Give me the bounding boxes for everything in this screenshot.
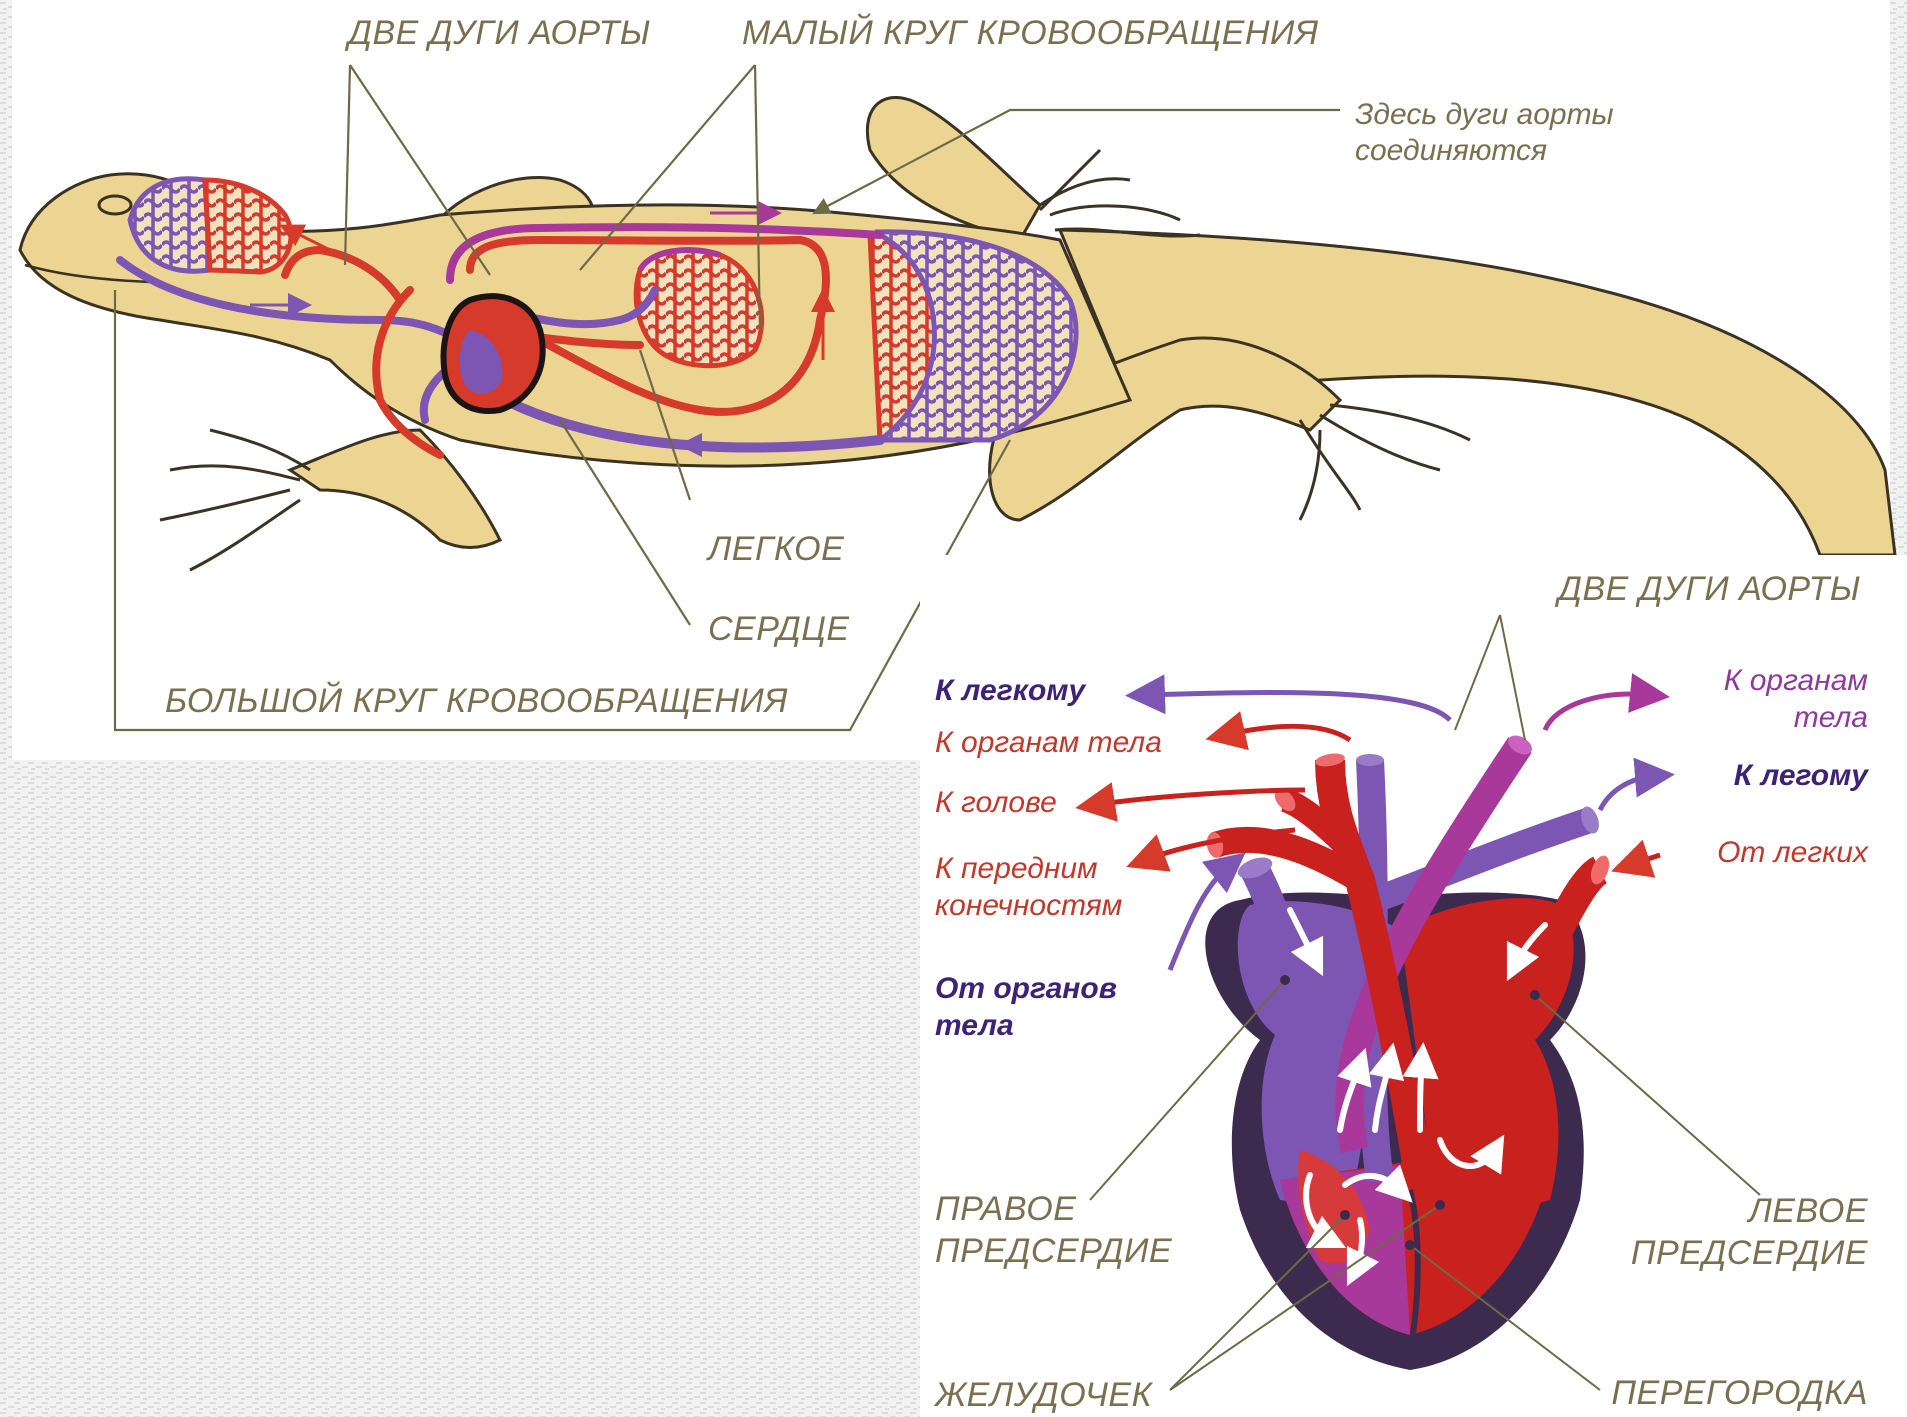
label-left-atrium-line1: ЛЕВОЕ [1746,1192,1868,1230]
label-arches-join-line1: Здесь дуги аорты [1355,98,1614,131]
lizard-front-leg-lower [290,430,500,548]
label-two-aortic-arches: ДВЕ ДУГИ АОРТЫ [344,14,651,52]
lung [636,250,761,366]
label-septum: ПЕРЕГОРОДКА [1611,1374,1868,1412]
label-lung: ЛЕГКОЕ [706,530,844,568]
label-from-lungs: От легких [1717,836,1869,869]
label-systemic-circulation: БОЛЬШОЙ КРУГ КРОВООБРАЩЕНИЯ [165,681,788,720]
label-left-atrium-line2: ПРЕДСЕРДИЕ [1631,1234,1868,1272]
label-to-body-organs-right-line1: К органам [1724,664,1868,697]
label-right-atrium-line1: ПРАВОЕ [935,1190,1076,1228]
background-texture-left [0,0,12,760]
lizard-heart [444,296,543,411]
heart-detail-figure: ДВЕ ДУГИ АОРТЫ К легкому К органам тела … [920,555,1907,1417]
label-from-body-organs-line1: От органов [935,972,1117,1005]
label-arches-join-line2: соединяются [1355,134,1547,167]
lizard-front-foot-lower [160,430,310,570]
label-ventricle: ЖЕЛУДОЧЕК [933,1376,1154,1414]
lizard-back-foot-lower [1300,405,1470,520]
background-texture-bottom [0,760,920,1417]
label-to-lung-left: К легкому [935,674,1086,707]
label-to-forelimbs-line2: конечностям [935,889,1122,922]
label-heart-two-aortic-arches: ДВЕ ДУГИ АОРТЫ [1554,570,1861,608]
label-to-body-organs-left: К органам тела [935,726,1162,759]
label-from-body-organs-line2: тела [935,1009,1014,1042]
label-to-lung-right: К легому [1734,759,1870,792]
head-capillaries-arterial [205,180,291,272]
label-heart: СЕРДЦЕ [708,610,850,648]
label-to-head: К голове [935,786,1057,819]
label-pulmonary-circulation: МАЛЫЙ КРУГ КРОВООБРАЩЕНИЯ [742,13,1319,52]
background-texture-right-strip [1890,0,1907,560]
label-to-forelimbs-line1: К передним [935,852,1098,885]
lizard-back-foot-upper [1040,150,1200,236]
label-right-atrium-line2: ПРЕДСЕРДИЕ [935,1232,1172,1270]
label-to-body-organs-right-line2: тела [1794,701,1868,734]
